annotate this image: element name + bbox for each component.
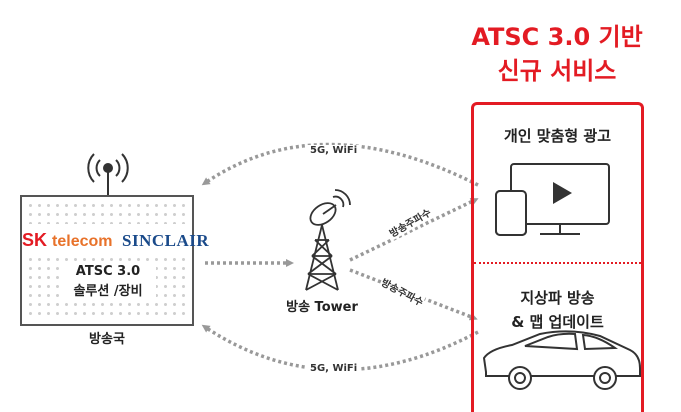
- sk-logo-text: SK: [22, 230, 48, 250]
- service-broadcast-map-update: 지상파 방송 & 맵 업데이트: [474, 286, 641, 334]
- title-line-2: 신규 서비스: [497, 57, 617, 85]
- station-antenna-icon: [87, 153, 129, 195]
- sinclair-logo: SINCLAIR: [122, 231, 210, 250]
- panel-divider: [474, 262, 641, 264]
- station-label: 방송국: [89, 332, 125, 347]
- diagram-title: ATSC 3.0 기반 신규 서비스: [448, 20, 666, 88]
- station-dot-pattern: [26, 201, 188, 320]
- tower-label: 방송 Tower: [286, 300, 358, 315]
- arrow-tower-to-devices: [349, 198, 479, 262]
- car-icon: [482, 330, 641, 390]
- diagram-graphics: [87, 142, 641, 390]
- arrow-devices-to-station: [201, 142, 479, 187]
- service2-line-1: 지상파 방송: [520, 289, 595, 307]
- play-icon: [553, 182, 572, 204]
- service2-line-2: & 맵 업데이트: [511, 313, 604, 331]
- solution-line-1: ATSC 3.0: [75, 264, 141, 279]
- connection-arrows: [201, 142, 479, 372]
- sk-telecom-logo: SK telecom: [22, 230, 113, 251]
- logo-band: [22, 224, 192, 256]
- broadcast-tower-icon: [305, 189, 351, 291]
- station-solution-label: ATSC 3.0 솔루션 /장비: [60, 262, 156, 302]
- telecom-logo-text: telecom: [52, 233, 113, 250]
- title-line-1: ATSC 3.0 기반: [471, 23, 643, 51]
- services-panel: [471, 102, 644, 412]
- link-label-bottom: 5G, WiFi: [307, 363, 361, 374]
- service-personalized-ads: 개인 맞춤형 광고: [503, 127, 612, 145]
- link-label-top: 5G, WiFi: [307, 145, 361, 156]
- solution-line-2: 솔루션 /장비: [73, 284, 143, 299]
